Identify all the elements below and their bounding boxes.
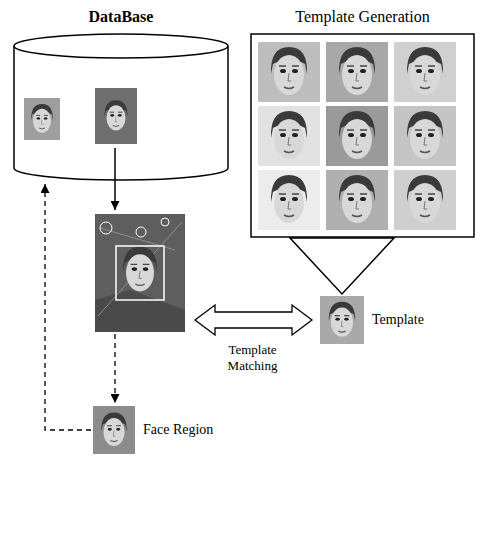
face-photo (320, 296, 364, 344)
face-photo (407, 111, 443, 159)
scene-photo (95, 214, 185, 332)
detection-mark (136, 227, 146, 237)
face-photo (339, 47, 375, 95)
template-panel (250, 4, 475, 238)
panel-border (251, 34, 474, 237)
scene-photo (98, 222, 182, 316)
detection-mark (100, 222, 112, 234)
face-photo (394, 42, 456, 102)
face-photo (93, 406, 135, 454)
cylinder-top (14, 34, 228, 58)
template-image: Template (320, 296, 424, 344)
flow-arrow (114, 334, 115, 403)
face-photo (394, 106, 456, 166)
detection-box (116, 246, 164, 300)
generation-arrow (290, 238, 394, 294)
face-photo (339, 175, 375, 223)
face-photo (329, 302, 355, 337)
face-photo (258, 106, 320, 166)
face-photo (258, 170, 320, 230)
face-region-image: Face Region (93, 406, 213, 454)
process-label: Template Matching (205, 342, 300, 374)
face-photo (326, 170, 388, 230)
face-photo (258, 42, 320, 102)
template-panel: Template Generation (250, 4, 475, 238)
stored-photo (95, 88, 137, 144)
cylinder-body (14, 46, 228, 180)
face-photo (271, 47, 307, 95)
detection-mark (161, 218, 169, 226)
face-photo (407, 175, 443, 223)
face-photo (326, 42, 388, 102)
face-photo (407, 47, 443, 95)
scene-photo (95, 290, 185, 332)
image-caption: Template (372, 312, 424, 328)
stored-face-photo (31, 104, 53, 133)
face-photo (271, 111, 307, 159)
face-photo (320, 296, 364, 344)
stored-face-photo (24, 98, 60, 140)
face-photo (271, 175, 307, 223)
flow-arrow (114, 148, 116, 210)
template-face-grid (258, 42, 456, 230)
matching-double-arrow (195, 305, 312, 335)
image-caption: Face Region (143, 422, 213, 438)
database-cylinder: DataBase (12, 4, 230, 182)
face-photo (101, 413, 126, 447)
face-photo (326, 106, 388, 166)
feedback-arrow (45, 184, 91, 430)
face-photo (339, 111, 375, 159)
stored-photo (105, 100, 128, 130)
scene-photo (123, 247, 157, 292)
face-photo (394, 170, 456, 230)
face-photo (93, 406, 135, 454)
node-heading: DataBase (12, 4, 230, 30)
node-heading: Template Generation (250, 4, 475, 30)
database-cylinder (12, 4, 230, 182)
